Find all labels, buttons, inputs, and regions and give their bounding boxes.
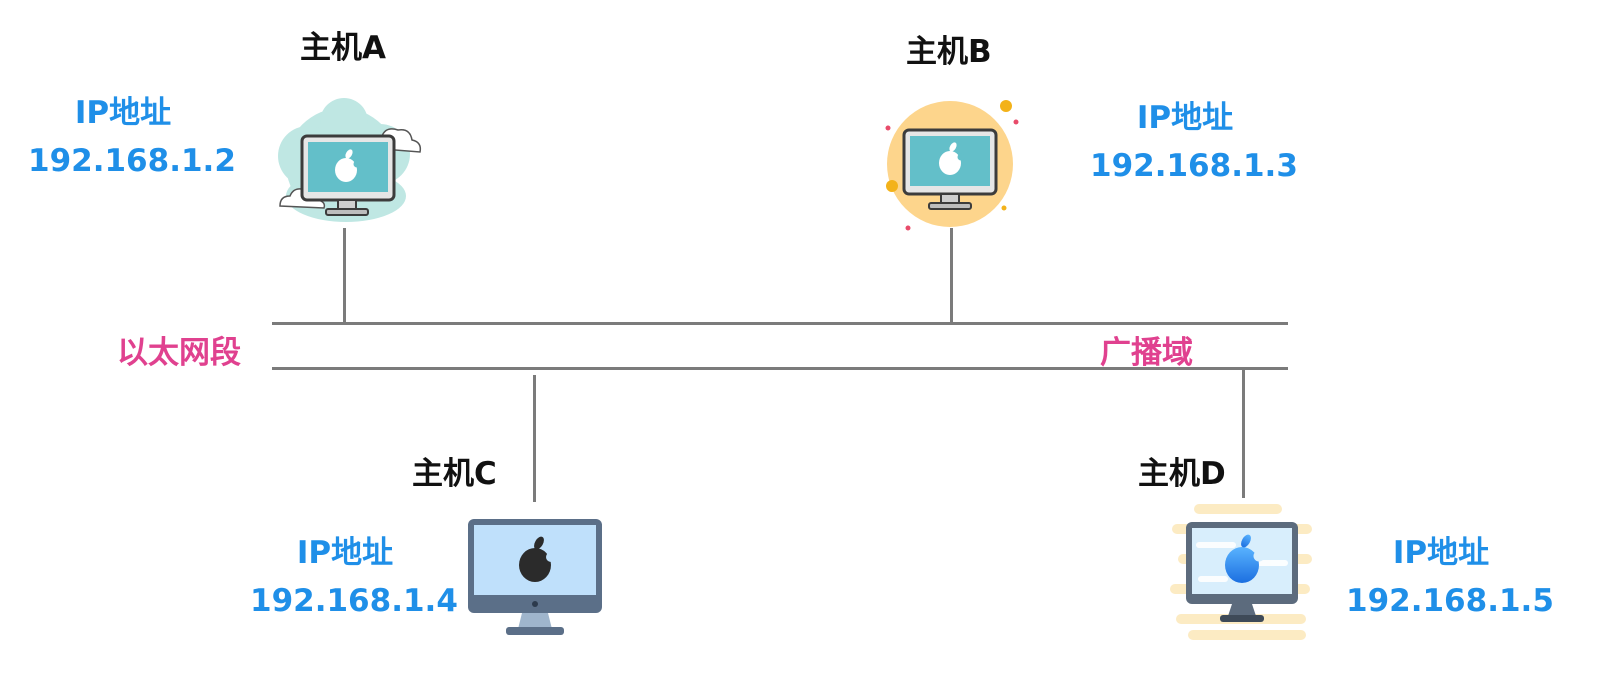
host-b-ip-value: 192.168.1.3 xyxy=(1090,148,1298,184)
host-d-ip-value: 192.168.1.5 xyxy=(1346,583,1554,619)
sun-monitor-icon xyxy=(878,96,1023,236)
host-d-ip: IP地址 192.168.1.5 xyxy=(1346,529,1554,625)
cloud-monitor-icon xyxy=(270,98,425,233)
host-d-link xyxy=(1242,368,1245,498)
imac-gradient-icon xyxy=(1168,498,1316,644)
host-c-name: 主机C xyxy=(412,456,497,492)
host-b-name: 主机B xyxy=(906,34,992,70)
host-b-ip: IP地址 192.168.1.3 xyxy=(1090,94,1298,190)
host-a-ip-label: IP地址 xyxy=(74,95,172,131)
broadcast-domain-label: 广播域 xyxy=(1100,335,1193,371)
host-a-link xyxy=(343,228,346,323)
host-a-name: 主机A xyxy=(300,30,386,66)
host-c-link xyxy=(533,375,536,502)
host-b-link xyxy=(950,228,953,323)
segment-top-line xyxy=(272,322,1288,325)
host-d-name: 主机D xyxy=(1138,456,1226,492)
host-c-ip: IP地址 192.168.1.4 xyxy=(250,529,458,625)
host-a-ip-value: 192.168.1.2 xyxy=(28,143,236,179)
host-c-ip-value: 192.168.1.4 xyxy=(250,583,458,619)
host-d-ip-label: IP地址 xyxy=(1392,535,1490,571)
segment-bottom-line xyxy=(272,367,1288,370)
ethernet-segment-label: 以太网段 xyxy=(117,335,241,371)
host-c-ip-label: IP地址 xyxy=(296,535,394,571)
imac-icon xyxy=(466,517,604,637)
host-b-ip-label: IP地址 xyxy=(1136,100,1234,136)
host-a-ip: IP地址 192.168.1.2 xyxy=(28,89,236,185)
